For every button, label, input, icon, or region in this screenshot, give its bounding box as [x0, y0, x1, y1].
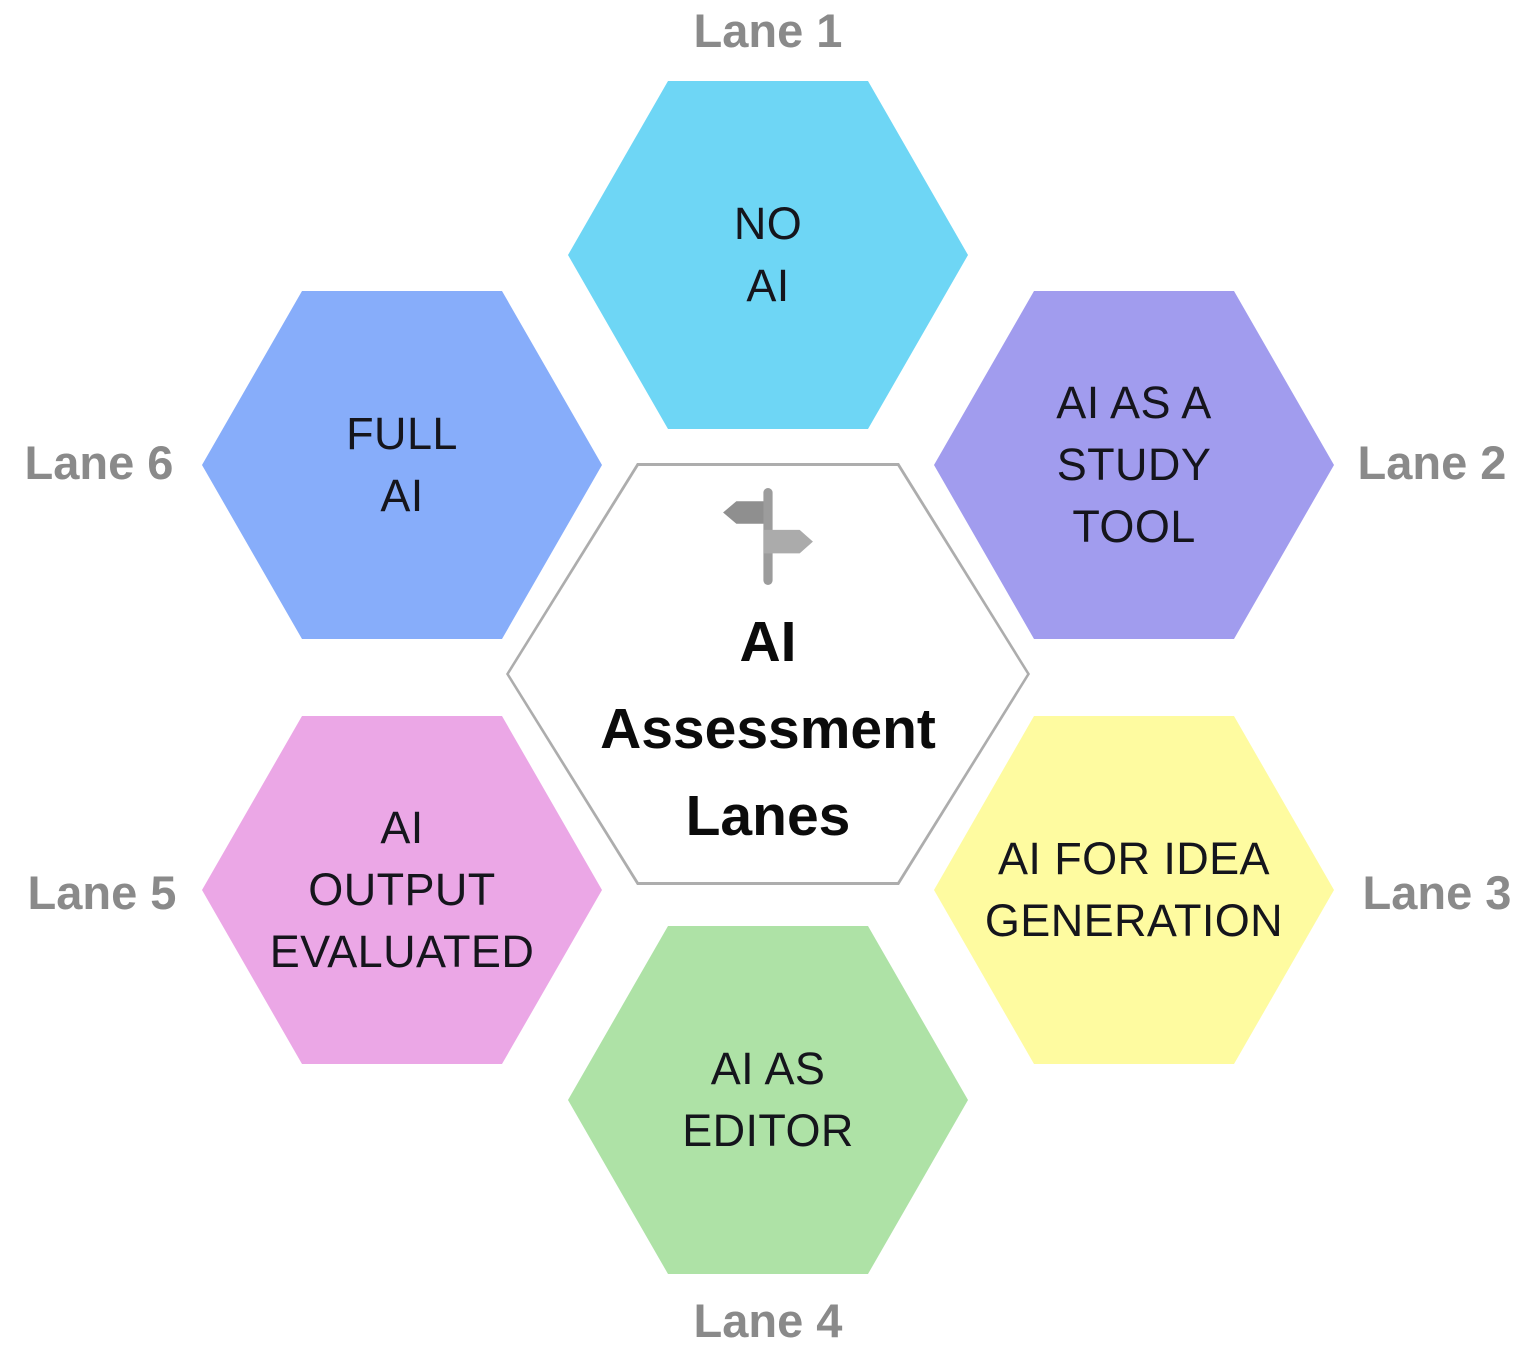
center-hexagon: AI Assessment Lanes — [509, 466, 1027, 882]
hexagon-lane-5: AI OUTPUT EVALUATED — [202, 716, 602, 1064]
diagram-title: AI Assessment Lanes — [600, 609, 936, 849]
lane-4-text: AI AS EDITOR — [682, 1042, 854, 1156]
lane-3-label: Lane 3 — [1362, 866, 1512, 919]
signpost-right-sign — [763, 529, 813, 554]
lane-3-text: AI FOR IDEA GENERATION — [984, 832, 1284, 946]
lane-5-text: AI OUTPUT EVALUATED — [269, 801, 535, 978]
lane-1-label: Lane 1 — [693, 4, 843, 57]
lane-6-text: FULL AI — [346, 407, 458, 521]
lane-2-text: AI AS A STUDY TOOL — [1056, 376, 1212, 553]
signpost-left-sign — [723, 500, 773, 524]
hexagon-lane-1: NO AI — [568, 81, 968, 429]
hexagon-lane-3: AI FOR IDEA GENERATION — [934, 716, 1334, 1064]
center-hexagon-border: AI Assessment Lanes — [506, 463, 1030, 885]
lane-5-label: Lane 5 — [27, 866, 177, 919]
hexagon-lane-6: FULL AI — [202, 291, 602, 639]
lane-1-text: NO AI — [733, 197, 803, 311]
signpost-icon — [723, 487, 813, 585]
lane-4-label: Lane 4 — [693, 1294, 843, 1347]
lane-6-label: Lane 6 — [24, 436, 174, 489]
hexagon-lane-2: AI AS A STUDY TOOL — [934, 291, 1334, 639]
hexagon-lane-4: AI AS EDITOR — [568, 926, 968, 1274]
lane-2-label: Lane 2 — [1357, 436, 1507, 489]
